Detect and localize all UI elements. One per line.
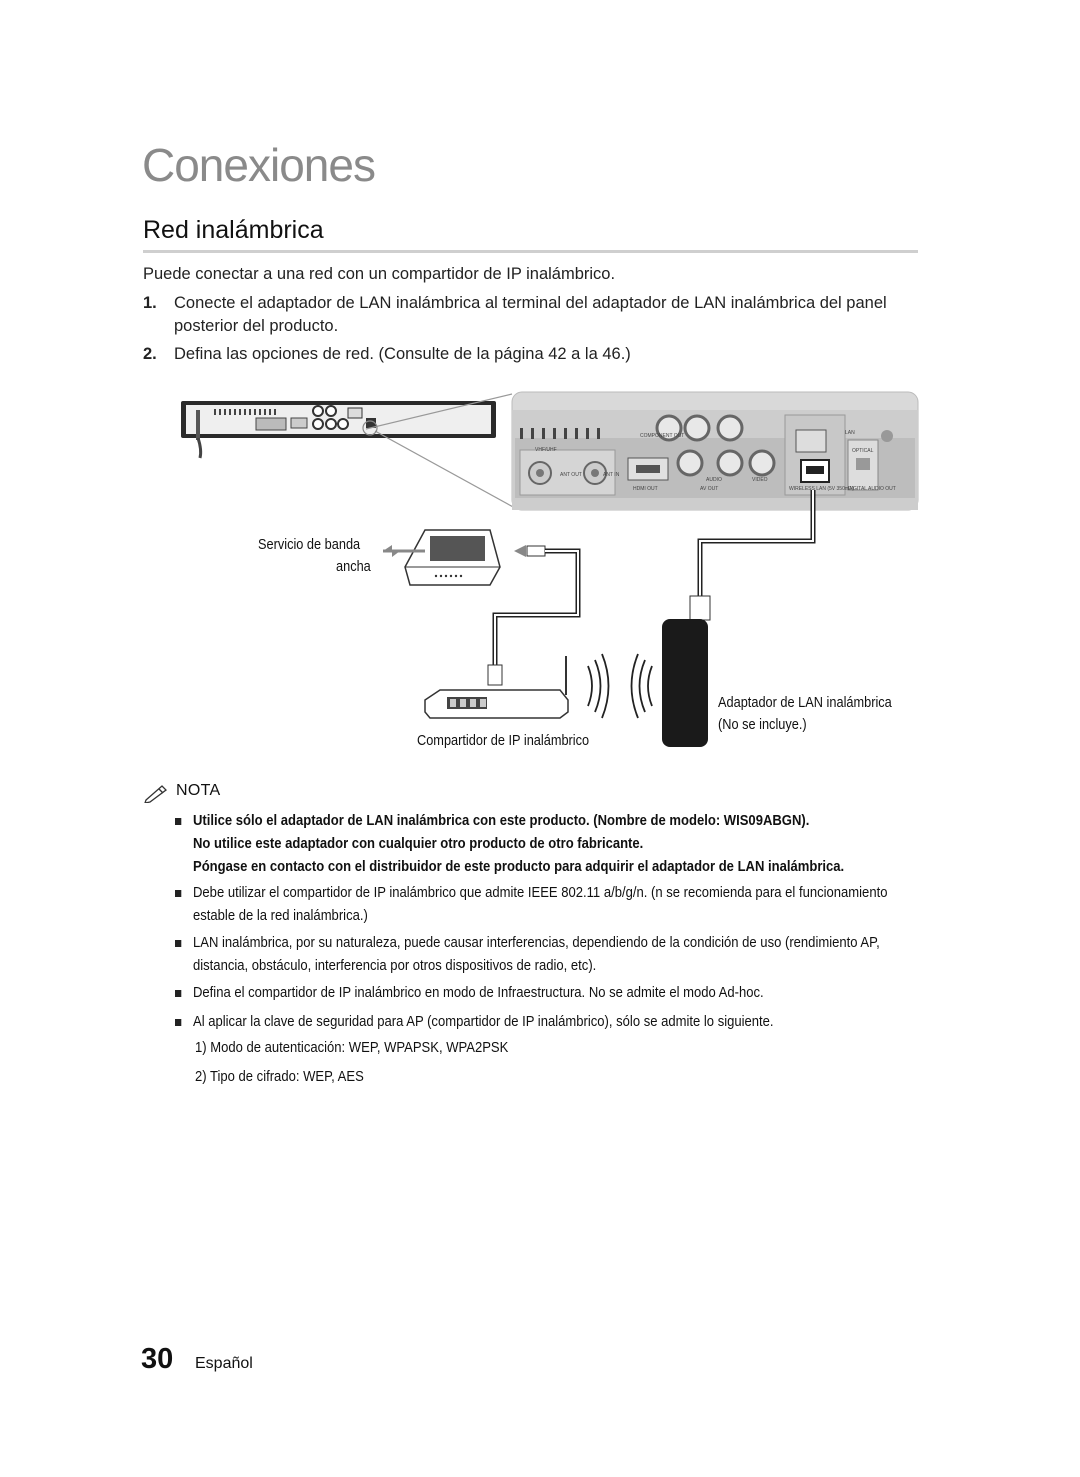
panel-label-digital-audio-out: DIGITAL AUDIO OUT — [848, 486, 896, 492]
ethernet-cable — [487, 545, 581, 686]
step-number: 1. — [143, 294, 157, 312]
note-item: Al aplicar la clave de seguridad para AP… — [175, 1011, 846, 1034]
broadband-label: Servicio de banda — [258, 537, 361, 553]
step-2: 2. Defina las opciones de red. (Consulte… — [143, 343, 918, 366]
note-subitem: 1) Modo de autenticación: WEP, WPAPSK, W… — [195, 1040, 509, 1056]
step-text: Conecte el adaptador de LAN inalámbrica … — [174, 294, 887, 335]
connection-diagram: COMPONENT OUT VHF/UHF ANT OUT ANT IN HDM… — [181, 391, 919, 747]
wireless-router-illustration — [424, 656, 569, 719]
step-text: Defina las opciones de red. (Consulte de… — [174, 345, 631, 363]
note-title: NOTA — [176, 782, 221, 799]
note-item: Debe utilizar el compartidor de IP inalá… — [175, 882, 887, 928]
note-item: LAN inalámbrica, por su naturaleza, pued… — [175, 932, 880, 978]
panel-label-video: VIDEO — [752, 477, 768, 483]
broadband-label-line2: ancha — [336, 559, 371, 575]
note-subitem: 2) Tipo de cifrado: WEP, AES — [195, 1069, 364, 1085]
note-item: Utilice sólo el adaptador de LAN inalámb… — [175, 810, 846, 879]
bullet-icon — [175, 1019, 182, 1026]
step-number: 2. — [143, 345, 157, 363]
pencil-icon — [144, 785, 167, 803]
bullet-icon — [175, 990, 182, 997]
section-divider — [143, 250, 918, 253]
player-rear-panel-illustration — [181, 401, 496, 459]
panel-label-wireless: WIRELESS LAN (5V 350mA) — [789, 486, 854, 492]
section-title: Red inalámbrica — [143, 216, 324, 244]
panel-label-optical: OPTICAL — [852, 448, 874, 454]
panel-label-lan: LAN — [845, 430, 855, 436]
bullet-icon — [175, 890, 182, 897]
enlarged-rear-panel: COMPONENT OUT VHF/UHF ANT OUT ANT IN HDM… — [511, 391, 919, 511]
adapter-label-line2: (No se incluye.) — [718, 717, 807, 733]
panel-label-audio: AUDIO — [706, 477, 722, 483]
panel-label-ant-in: ANT IN — [603, 472, 620, 478]
note-line: Póngase en contacto con el distribuidor … — [193, 859, 845, 875]
note-text: LAN inalámbrica, por su naturaleza, pued… — [193, 935, 880, 974]
panel-label-ant-out: ANT OUT — [560, 472, 582, 478]
bullet-icon — [175, 940, 182, 947]
note-text: Defina el compartidor de IP inalámbrico … — [193, 985, 764, 1001]
adapter-label: Adaptador de LAN inalámbrica — [718, 695, 892, 711]
note-text: Al aplicar la clave de seguridad para AP… — [193, 1014, 774, 1030]
panel-label-hdmi-out: HDMI OUT — [633, 486, 658, 492]
note-line: No utilice este adaptador con cualquier … — [193, 836, 644, 852]
broadband-modem-illustration — [383, 529, 526, 586]
note-line: Utilice sólo el adaptador de LAN inalámb… — [193, 813, 810, 829]
page-language: Español — [195, 1355, 253, 1372]
panel-label-vhf-uhf: VHF/UHF — [535, 447, 557, 453]
panel-label-component-out: COMPONENT OUT — [640, 433, 684, 439]
bullet-icon — [175, 818, 182, 825]
wireless-signal-illustration — [587, 653, 653, 719]
note-item: Defina el compartidor de IP inalámbrico … — [175, 982, 846, 1005]
page-number: 30 — [141, 1343, 174, 1375]
note-text: Debe utilizar el compartidor de IP inalá… — [193, 885, 888, 924]
router-label: Compartidor de IP inalámbrico — [417, 733, 590, 749]
chapter-title: Conexiones — [142, 139, 376, 191]
intro-text: Puede conectar a una red con un comparti… — [143, 265, 616, 283]
usb-wireless-adapter-illustration — [662, 490, 816, 747]
panel-label-av-out: AV OUT — [700, 486, 718, 492]
step-1: 1. Conecte el adaptador de LAN inalámbri… — [143, 292, 918, 338]
